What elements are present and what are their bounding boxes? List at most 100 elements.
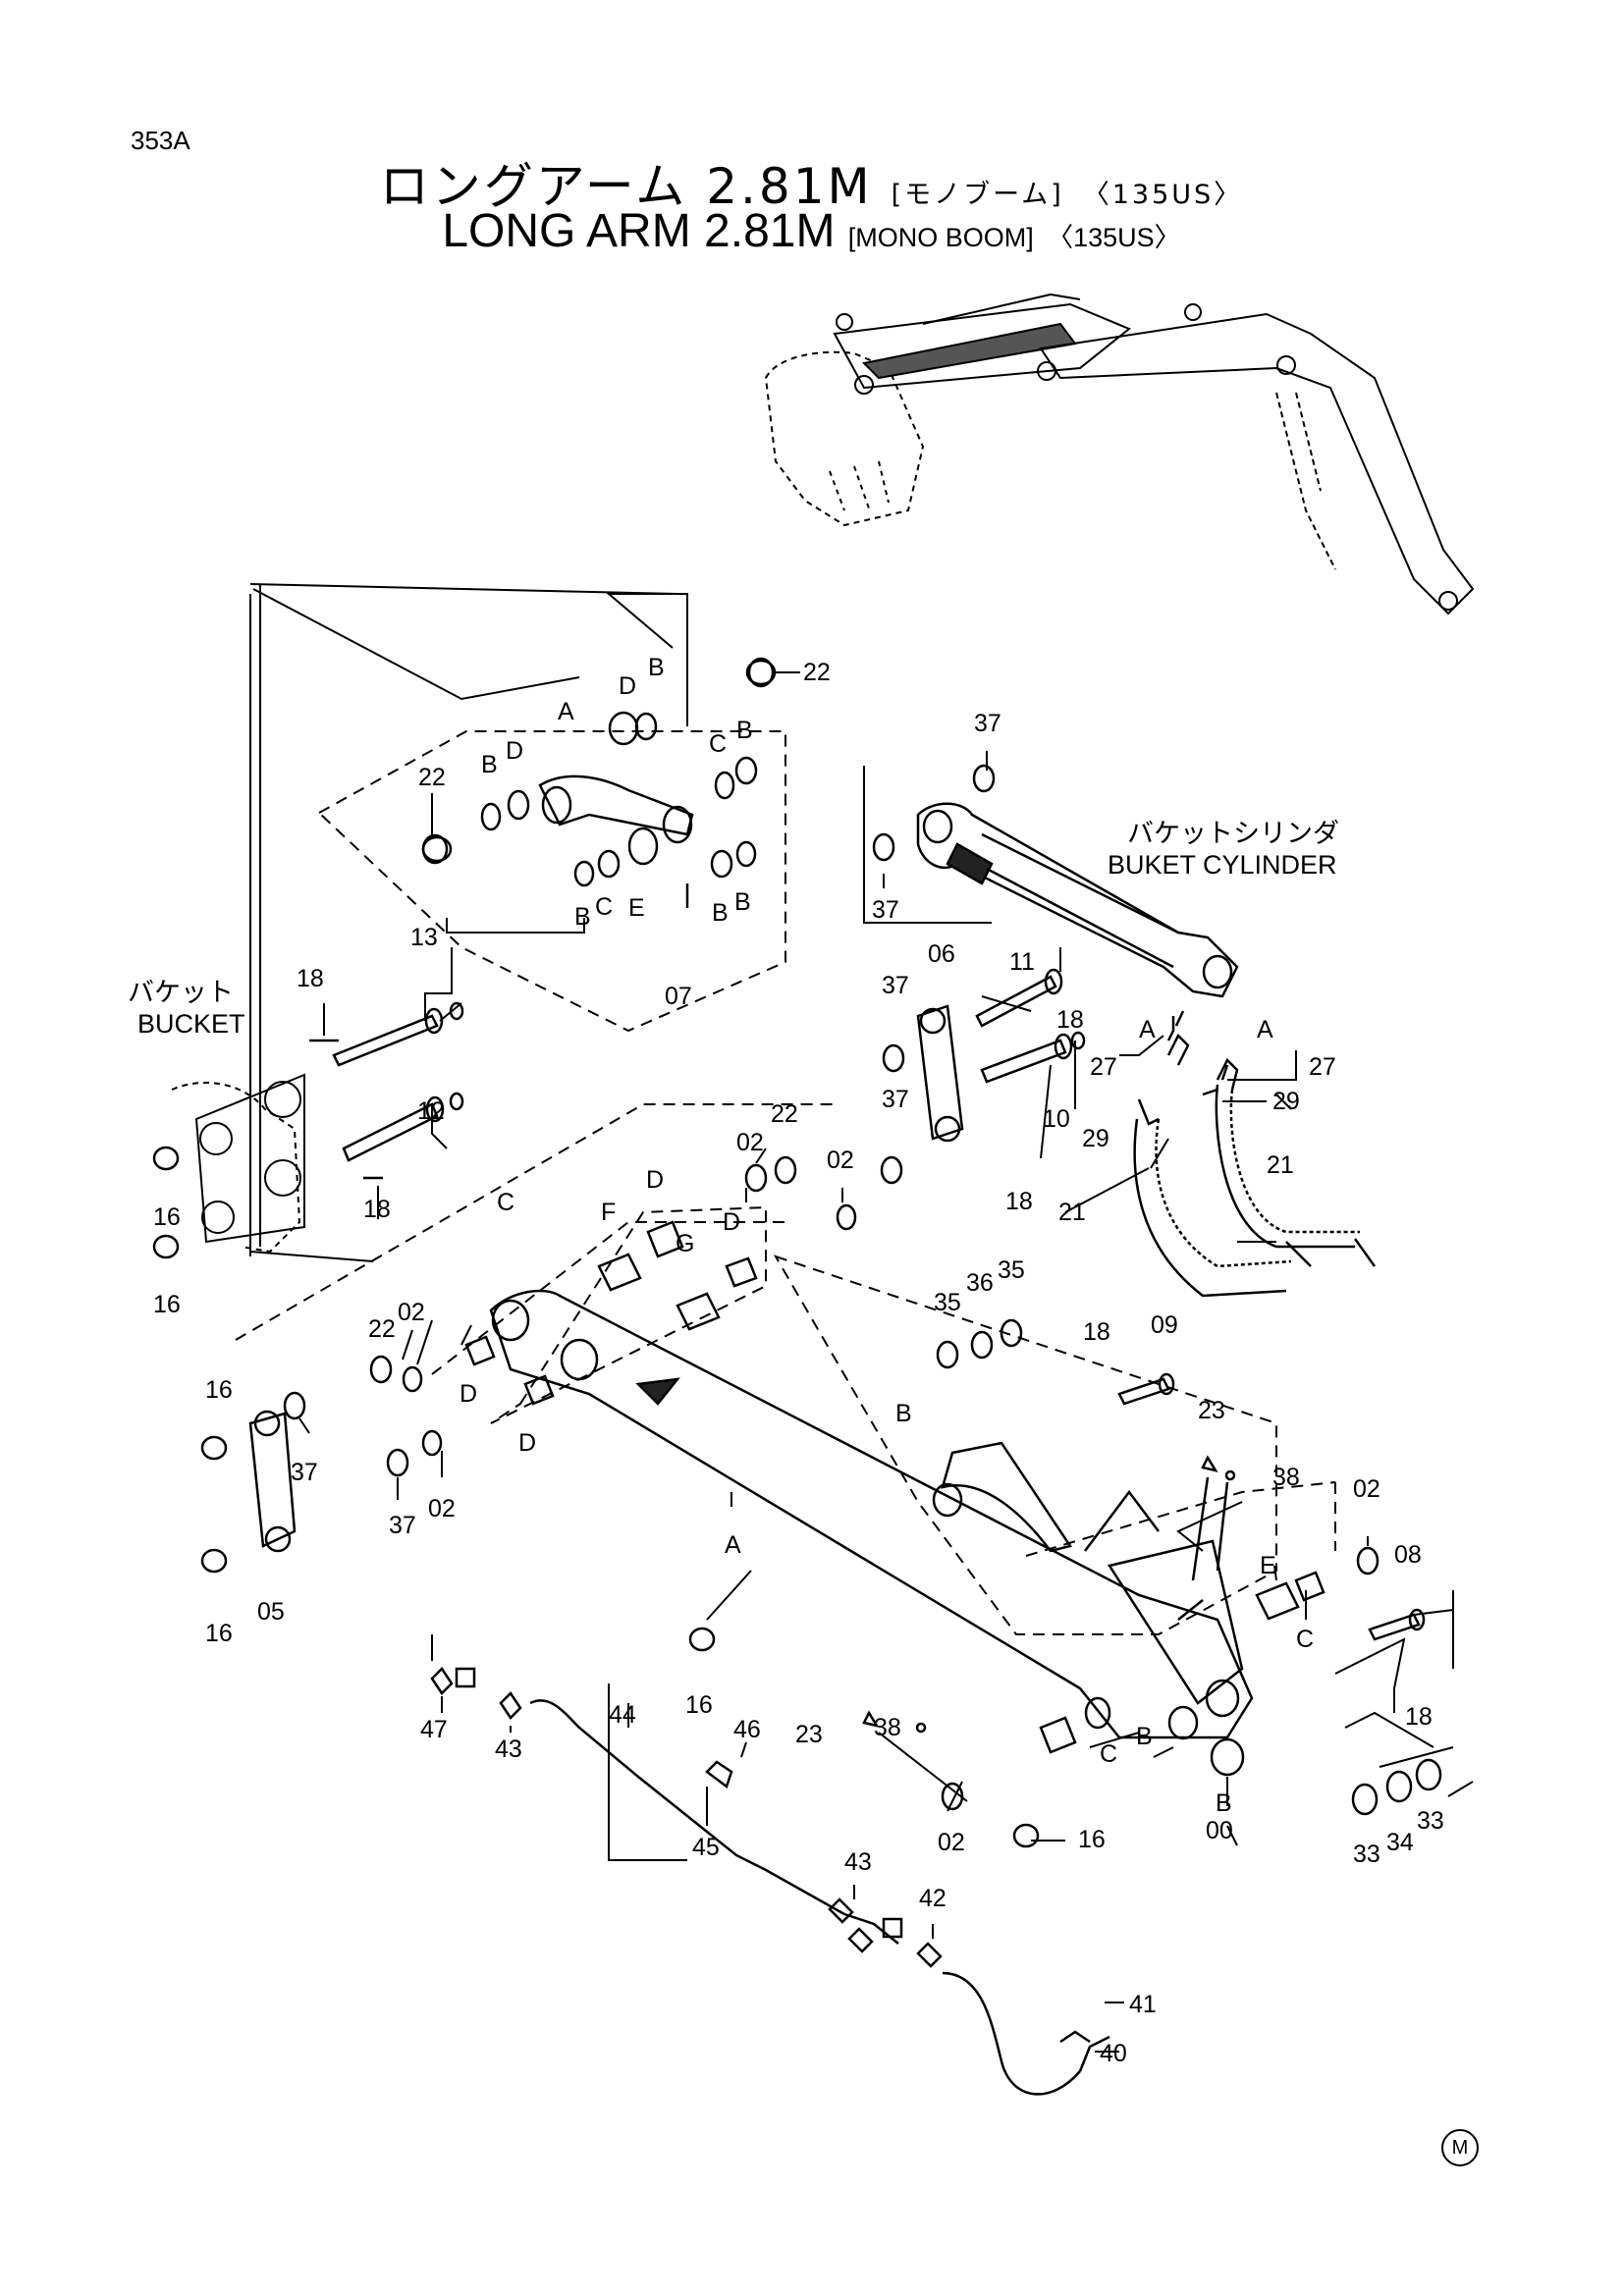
callout-21: 21 xyxy=(1267,1151,1294,1179)
callout-18: 18 xyxy=(1405,1703,1433,1731)
leader-lines xyxy=(298,671,1474,2053)
callout-37: 37 xyxy=(882,1086,909,1113)
callout-13: 13 xyxy=(410,924,438,951)
callout-letter-b: B xyxy=(1136,1723,1153,1750)
fittings xyxy=(430,1010,1236,1968)
callout-12: 12 xyxy=(417,1097,445,1125)
callout-02: 02 xyxy=(398,1299,425,1326)
callout-16: 16 xyxy=(205,1620,233,1647)
callout-letter-b: B xyxy=(736,717,753,744)
callout-37: 37 xyxy=(389,1512,416,1539)
callout-08: 08 xyxy=(1394,1541,1422,1569)
callout-33: 33 xyxy=(1417,1807,1444,1835)
callout-02: 02 xyxy=(1353,1475,1380,1503)
callout-38: 38 xyxy=(874,1714,901,1741)
callout-46: 46 xyxy=(733,1716,761,1743)
callout-02: 02 xyxy=(938,1829,965,1856)
callout-43: 43 xyxy=(495,1735,522,1763)
callout-22: 22 xyxy=(771,1100,798,1128)
callout-letter-b: B xyxy=(574,903,591,931)
callout-45: 45 xyxy=(692,1834,720,1861)
callout-22: 22 xyxy=(368,1315,396,1343)
assembly-frames xyxy=(235,583,1336,1861)
callout-33: 33 xyxy=(1353,1841,1380,1868)
callout-letter-a: A xyxy=(1257,1016,1273,1043)
callout-05: 05 xyxy=(257,1598,285,1626)
callout-16: 16 xyxy=(153,1203,181,1231)
callout-43: 43 xyxy=(844,1848,872,1876)
title-jp-boom: [モノブーム] xyxy=(891,180,1064,210)
title-en-boom: [MONO BOOM] xyxy=(847,223,1034,252)
callout-letter-f: F xyxy=(601,1199,616,1226)
callout-letter-a: A xyxy=(558,698,574,725)
bushings xyxy=(464,1220,1325,1754)
callout-40: 40 xyxy=(1100,2040,1127,2067)
callout-letter-c: C xyxy=(709,730,727,758)
callout-37: 37 xyxy=(872,896,899,924)
callout-02: 02 xyxy=(827,1147,854,1174)
bucket-sketch xyxy=(171,1073,305,1254)
callout-letter-b: B xyxy=(712,899,729,927)
callout-18: 18 xyxy=(1005,1188,1033,1215)
callout-29: 29 xyxy=(1272,1088,1300,1115)
callout-02: 02 xyxy=(428,1495,456,1522)
callout-47: 47 xyxy=(420,1716,448,1743)
callout-letter-c: C xyxy=(497,1189,514,1216)
washers xyxy=(152,657,1442,1848)
callout-06: 06 xyxy=(928,940,955,968)
callout-letter-d: D xyxy=(619,672,636,700)
callout-22: 22 xyxy=(418,764,446,791)
cylinder-label-jp: バケットシリンダ xyxy=(1127,819,1339,848)
bucket-link-parts xyxy=(421,659,777,908)
callout-letter-d: D xyxy=(646,1166,664,1194)
callout-letter-d: D xyxy=(723,1208,740,1236)
callout-16: 16 xyxy=(1078,1826,1106,1853)
callout-16: 16 xyxy=(205,1376,233,1404)
callout-18: 18 xyxy=(1083,1318,1110,1346)
callout-letter-d: D xyxy=(518,1429,536,1457)
bucket-cylinder xyxy=(916,802,1239,998)
callout-letter-a: A xyxy=(725,1531,741,1559)
callout-36: 36 xyxy=(966,1269,994,1297)
callout-letter-c: C xyxy=(1100,1740,1117,1768)
hoses xyxy=(529,1016,1377,2096)
callout-letter-g: G xyxy=(676,1230,694,1257)
callout-22: 22 xyxy=(803,659,831,686)
callout-35: 35 xyxy=(998,1256,1025,1284)
callout-38: 38 xyxy=(1272,1464,1300,1491)
title-japanese: ロングアーム 2.81M [モノブーム] 〈135US〉 xyxy=(0,147,1623,218)
callout-44: 44 xyxy=(609,1701,636,1729)
bucket-label-jp: バケット xyxy=(128,978,234,1007)
callout-16: 16 xyxy=(685,1691,713,1719)
callout-letter-e: E xyxy=(628,894,645,922)
callout-18: 18 xyxy=(297,965,324,992)
cylinder-label-en: BUKET CYLINDER xyxy=(1108,850,1337,880)
title-en-model: 〈135US〉 xyxy=(1047,223,1181,252)
callout-37: 37 xyxy=(974,710,1001,737)
page-number: 353A xyxy=(131,126,190,155)
callout-21: 21 xyxy=(1058,1199,1086,1226)
callout-11: 11 xyxy=(1009,948,1035,976)
callout-18: 18 xyxy=(1056,1006,1084,1034)
callout-18: 18 xyxy=(363,1196,391,1223)
manufacturer-mark: M xyxy=(1441,2129,1479,2166)
callout-09: 09 xyxy=(1151,1311,1178,1339)
callout-42: 42 xyxy=(919,1885,947,1912)
side-links xyxy=(248,1004,964,1553)
callout-letter-d: D xyxy=(506,737,523,765)
callout-07: 07 xyxy=(665,983,692,1010)
callout-35: 35 xyxy=(934,1289,961,1316)
callout-letter-d: D xyxy=(460,1380,477,1408)
callout-37: 37 xyxy=(291,1459,318,1486)
title-jp-model: 〈135US〉 xyxy=(1082,180,1244,210)
callout-numbers: 22 22 22 22 37 37 37 37 37 37 13 18 18 1… xyxy=(153,654,1444,2067)
excavator-overview-sketch xyxy=(764,294,1475,615)
callout-29: 29 xyxy=(1082,1125,1109,1152)
callout-16: 16 xyxy=(153,1291,181,1318)
bucket-label-en: BUCKET xyxy=(137,1009,245,1039)
callout-27: 27 xyxy=(1090,1053,1117,1081)
callout-02: 02 xyxy=(736,1129,764,1156)
title-english: LONG ARM 2.81M [MONO BOOM] 〈135US〉 xyxy=(0,204,1623,258)
title-en-main: LONG ARM 2.81M xyxy=(442,205,836,257)
